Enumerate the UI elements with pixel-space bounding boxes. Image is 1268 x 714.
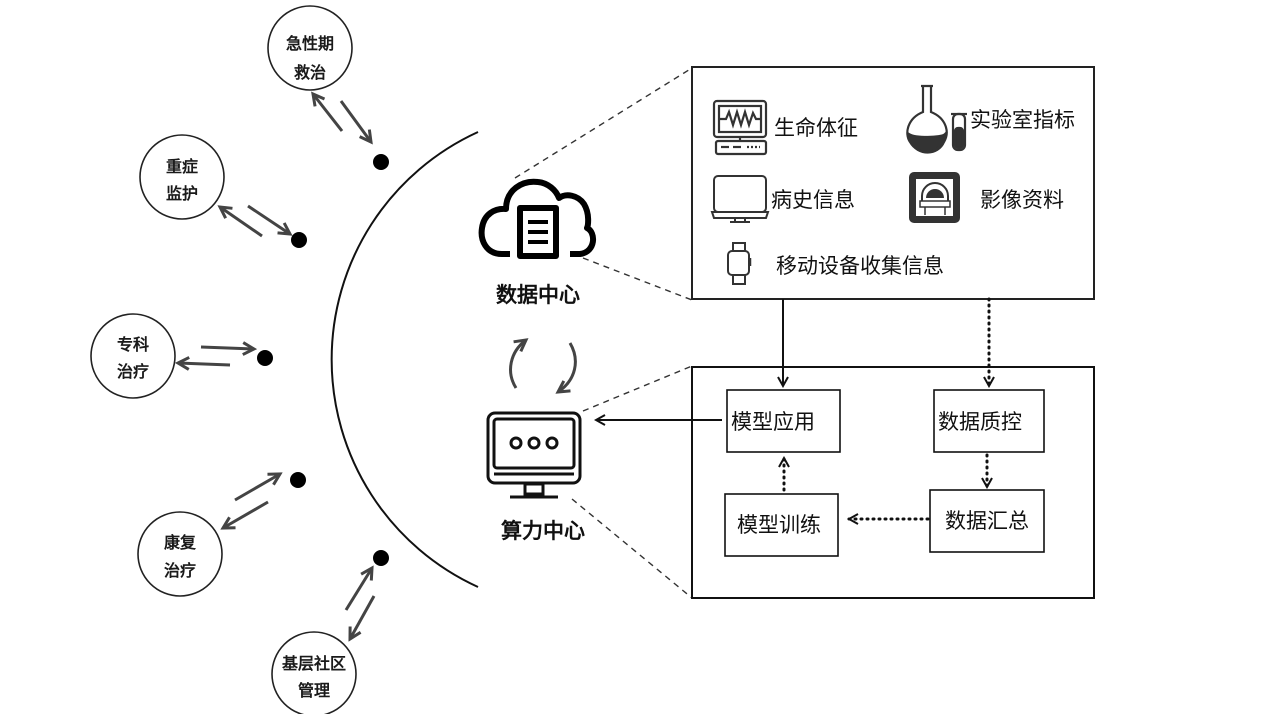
stage-acute-line1: 急性期 — [286, 34, 334, 53]
data-aggregation-label: 数据汇总 — [945, 509, 1029, 533]
bidirectional-arrow-acute — [313, 94, 371, 142]
stage-rehab-line1: 康复 — [164, 533, 197, 552]
data-source-imaging[interactable]: 影像资料 — [909, 172, 1064, 223]
lab-flask-icon — [906, 84, 967, 154]
data-source-mobile-devices[interactable]: 移动设备收集信息 — [727, 242, 944, 285]
bidirectional-arrow-rehab — [223, 474, 280, 528]
stage-community[interactable]: 基层社区 管理 — [271, 631, 357, 714]
stage-rehab-line2: 治疗 — [164, 561, 196, 580]
stage-acute[interactable]: 急性期 救治 — [267, 5, 353, 91]
arc-node-icu — [291, 232, 307, 248]
data-source-vital-signs[interactable]: 生命体征 — [712, 99, 858, 156]
compute-center[interactable]: 算力中心 — [486, 411, 585, 543]
process-data-aggregation[interactable]: 数据汇总 — [929, 489, 1045, 553]
process-model-application[interactable]: 模型应用 — [726, 389, 841, 453]
model-application-label: 模型应用 — [731, 410, 815, 434]
stage-community-line1: 基层社区 — [281, 654, 346, 673]
compute-center-label: 算力中心 — [501, 519, 585, 543]
care-pathway-arc — [330, 131, 479, 588]
cloud-document-icon — [478, 178, 596, 259]
lab-indicators-label: 实验室指标 — [970, 108, 1075, 132]
bidirectional-arrow-specialty — [178, 347, 254, 365]
stage-rehab[interactable]: 康复 治疗 — [137, 511, 223, 597]
data-quality-control-label: 数据质控 — [938, 410, 1022, 434]
medical-history-label: 病史信息 — [771, 188, 855, 212]
arc-node-acute — [373, 154, 389, 170]
vital-signs-label: 生命体征 — [774, 116, 858, 140]
data-source-medical-history[interactable]: 病史信息 — [710, 175, 855, 223]
stage-icu[interactable]: 重症 监护 — [139, 134, 225, 220]
data-source-lab[interactable]: 实验室指标 — [906, 84, 1075, 154]
stage-icu-line2: 监护 — [166, 184, 198, 203]
arc-node-specialty — [257, 350, 273, 366]
mri-scanner-icon — [909, 172, 960, 223]
process-model-training[interactable]: 模型训练 — [724, 493, 839, 557]
process-data-quality-control[interactable]: 数据质控 — [933, 389, 1045, 453]
monitor-icon — [486, 411, 582, 499]
stage-specialty[interactable]: 专科 治疗 — [90, 313, 176, 399]
stage-specialty-line1: 专科 — [117, 335, 149, 354]
stage-acute-line2: 救治 — [294, 63, 326, 82]
laptop-icon — [710, 175, 770, 223]
processing-panel — [691, 366, 1095, 599]
bidirectional-arrow-icu — [220, 204, 290, 238]
data-center-label: 数据中心 — [496, 283, 580, 307]
dashed-connectors — [514, 67, 693, 599]
stage-community-line2: 管理 — [298, 681, 330, 700]
refresh-cycle-icon — [509, 340, 577, 392]
imaging-label: 影像资料 — [980, 188, 1064, 212]
model-training-label: 模型训练 — [737, 513, 821, 537]
smartwatch-icon — [727, 242, 752, 285]
arc-node-community — [373, 550, 389, 566]
mobile-devices-label: 移动设备收集信息 — [776, 254, 944, 278]
data-center[interactable]: 数据中心 — [478, 178, 596, 307]
vital-signs-monitor-icon — [712, 99, 768, 156]
arc-node-rehab — [290, 472, 306, 488]
stage-icu-line1: 重症 — [166, 157, 198, 176]
stage-specialty-line2: 治疗 — [117, 362, 149, 381]
bidirectional-arrow-community — [344, 568, 376, 639]
